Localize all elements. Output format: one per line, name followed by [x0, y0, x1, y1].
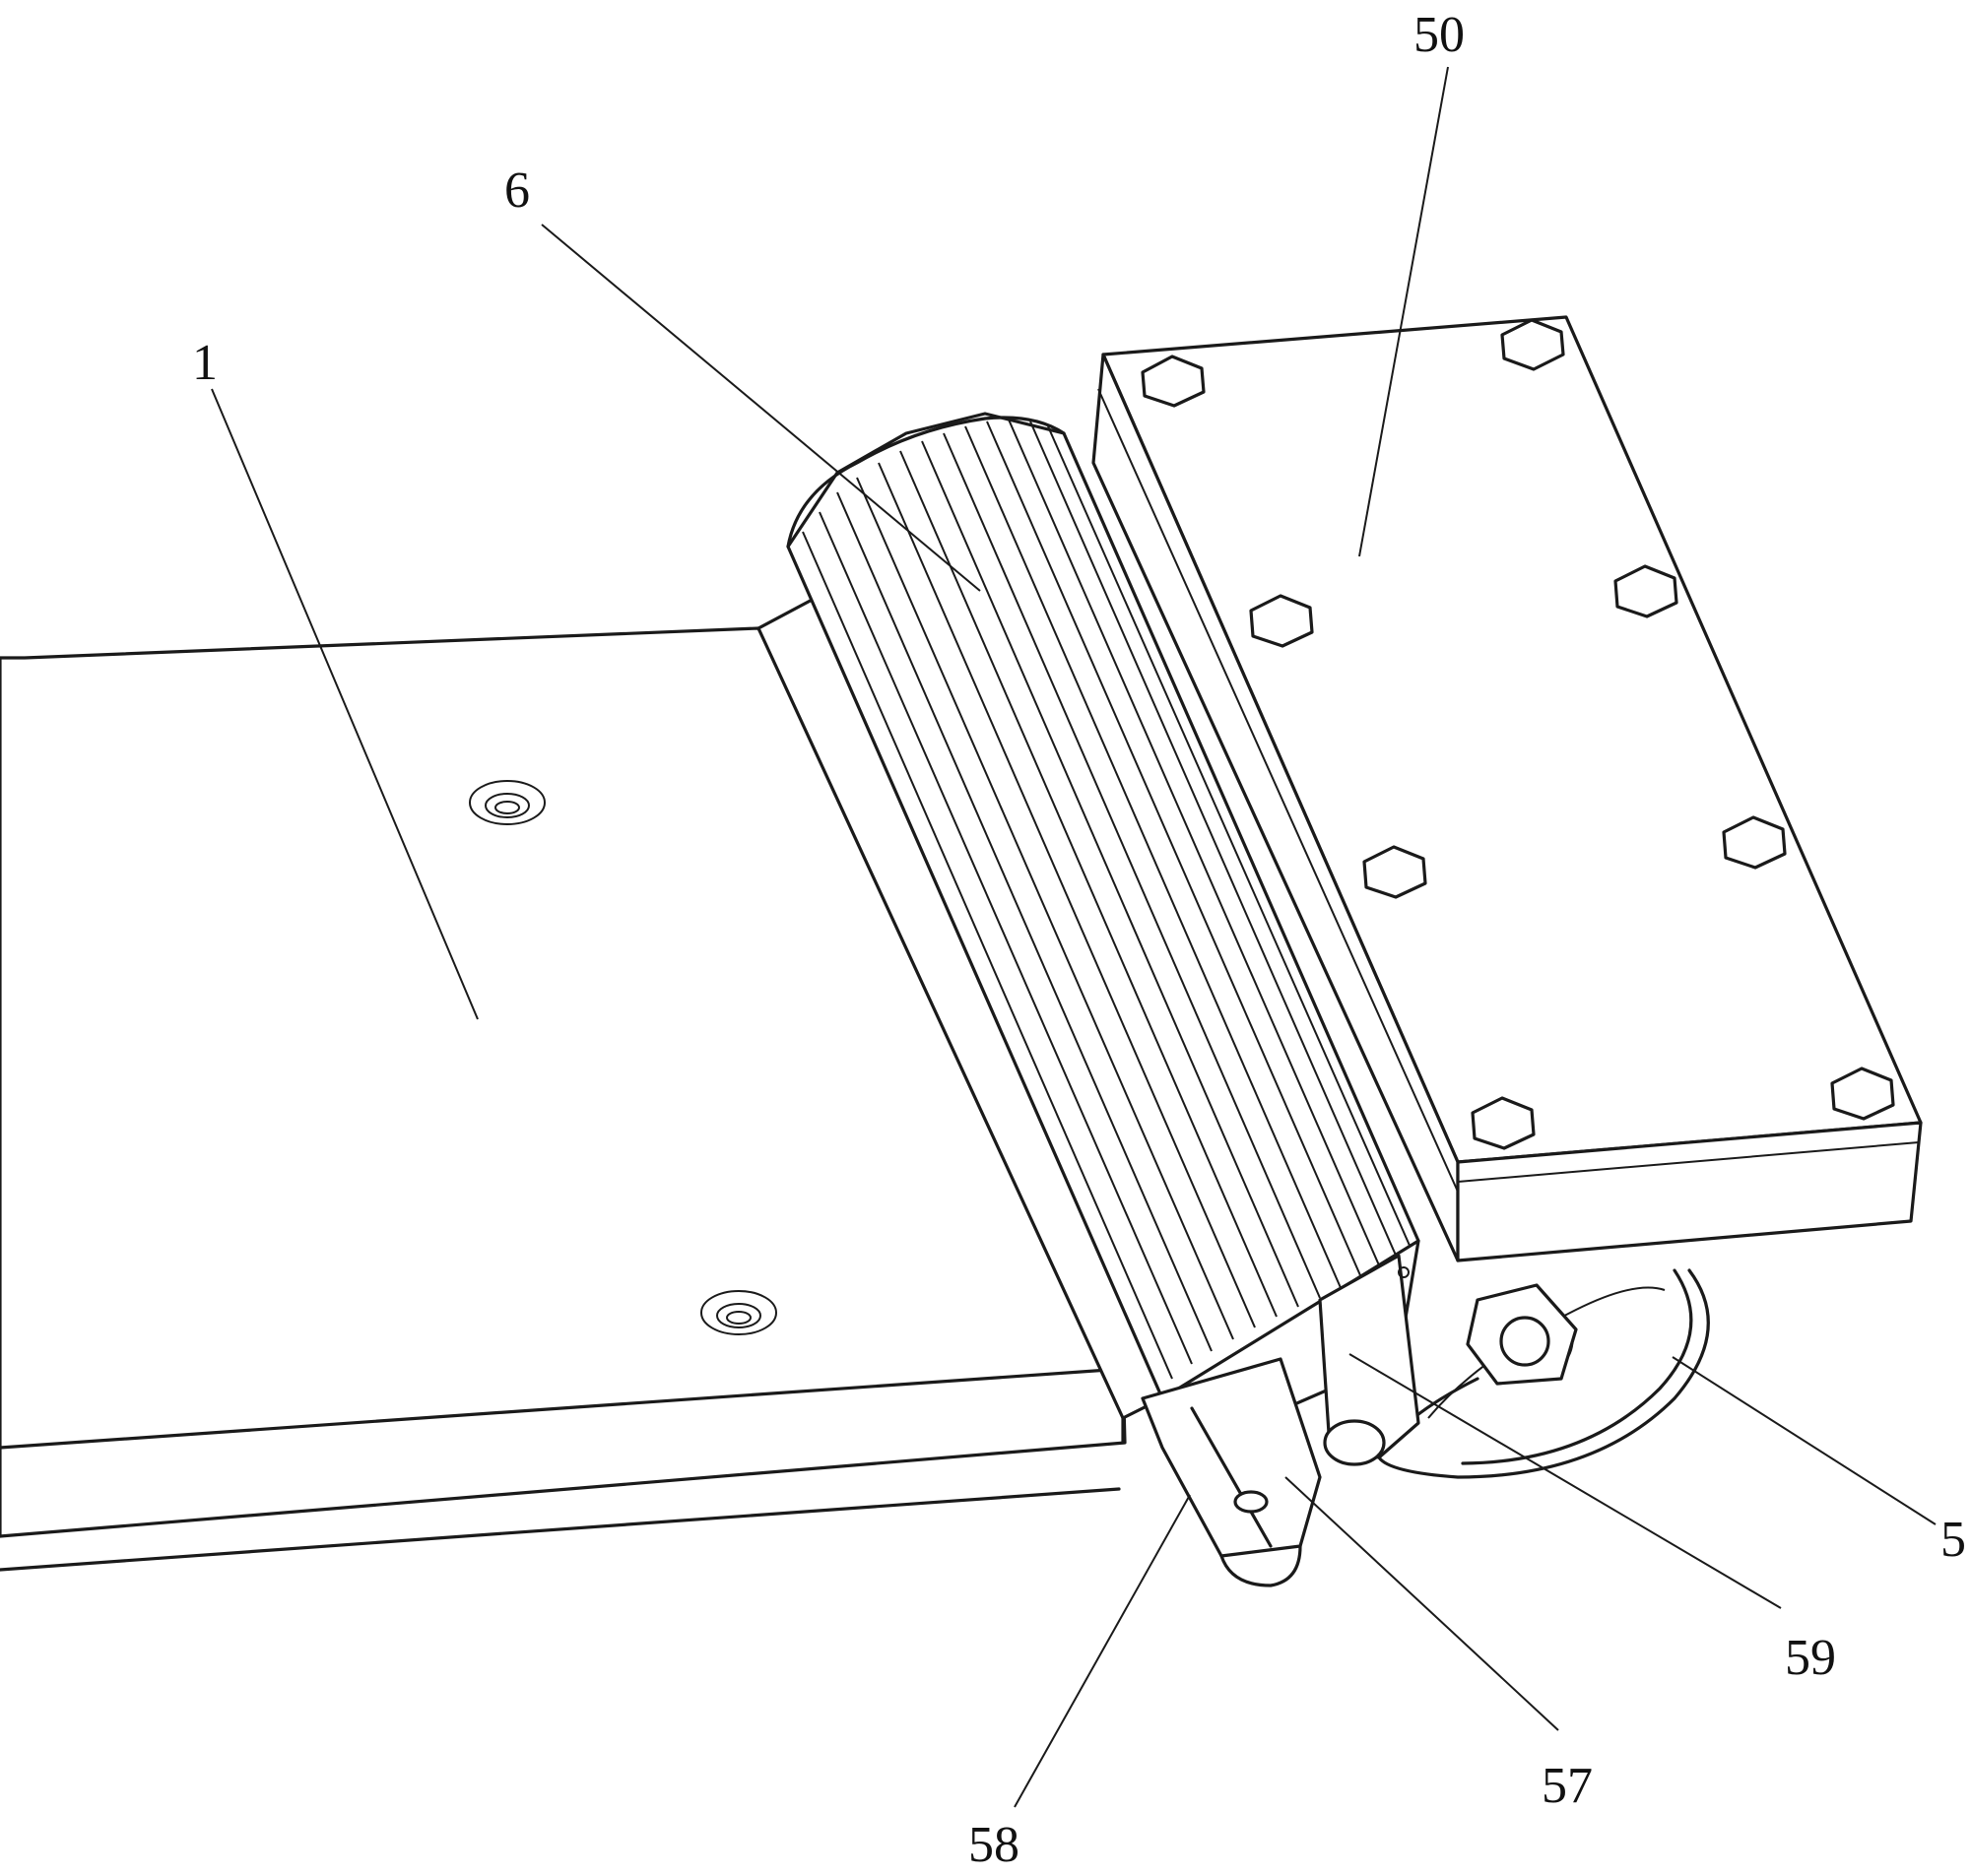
wheel [1377, 1268, 1710, 1479]
hex-bolt [1830, 1067, 1895, 1121]
label-part-58: 58 [968, 1817, 1019, 1873]
label-part-1: 1 [192, 335, 218, 391]
hex-bolt [1500, 318, 1565, 371]
lower-bracket [1141, 1357, 1322, 1587]
part-labels: 1 6 50 5 59 57 58 [192, 7, 1966, 1873]
top-block [1091, 315, 1923, 1262]
link-arm [1318, 1254, 1420, 1466]
hex-bolt [1362, 845, 1427, 899]
hex-bolt [1471, 1096, 1536, 1150]
hex-bolt [1141, 355, 1206, 408]
leader-lines [211, 66, 1937, 1808]
label-part-6: 6 [504, 162, 530, 219]
label-part-50: 50 [1413, 7, 1465, 63]
hex-bolt [1613, 564, 1678, 618]
hex-bolt [1249, 594, 1314, 648]
label-part-5: 5 [1940, 1512, 1966, 1568]
label-part-59: 59 [1785, 1630, 1836, 1686]
hex-bolt [1722, 815, 1787, 870]
countersunk-hole [469, 780, 546, 825]
countersunk-hole [700, 1290, 777, 1335]
label-part-57: 57 [1542, 1758, 1593, 1814]
